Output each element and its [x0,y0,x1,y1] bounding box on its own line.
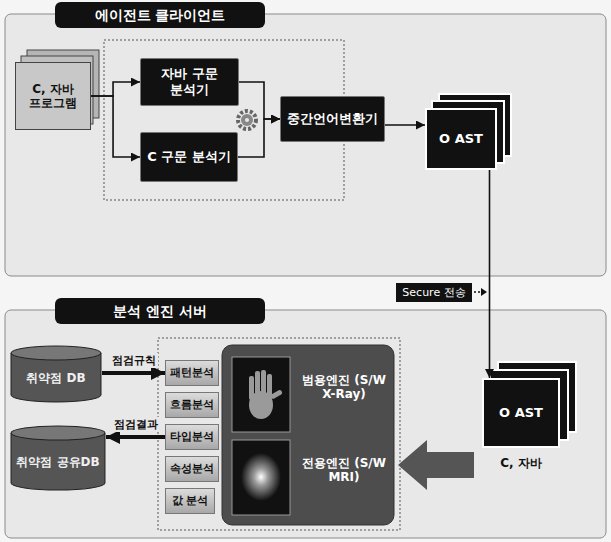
node-text: 에이전트 클라이언트 [55,2,265,28]
engine-panel [222,345,394,525]
hand-thumb [270,389,283,399]
connector [385,124,425,126]
ast-stack: O AST [425,108,497,170]
gear-body [241,114,253,126]
program-stack: C, 자바 프로그램 [15,62,91,130]
engine-label: 범용엔진 (S/W X-Ray) [296,362,392,412]
edge-label: 점검결과 [112,417,160,432]
analysis-box: 흐름분석 [165,392,219,418]
cylinder-top [11,426,105,440]
brain-illustration [241,453,281,501]
hand-finger [255,371,260,399]
section-panel: 에이전트 클라이언트C, 자바 프로그램자바 구문 분석기C 구문 분석기중간언… [5,14,606,276]
connector [238,119,280,157]
node-text: 취약점 DB [26,371,85,385]
process-box: 자바 구문 분석기 [140,58,239,106]
gear-teeth [238,111,256,129]
client-panel [5,14,606,276]
analysis-box: 속성분석 [165,456,219,482]
node-text: 전용엔진 (S/W MRI) [298,456,390,485]
process-box: 중간언어변환기 [280,96,385,142]
edge-label: 점검규칙 [110,353,158,368]
node-text: 취약점 공유DB [16,455,99,469]
engine-group [158,338,400,530]
cylinder-top [11,346,101,360]
connector [239,82,280,119]
xray-picture [232,357,290,432]
node-text: 타입분석 [170,430,214,443]
analysis-box: 타입분석 [165,424,219,450]
leader-head [481,288,487,296]
node-text: C 구문 분석기 [147,149,231,165]
node-text: 속성분석 [170,462,214,475]
node-caption: C, 자바 [500,456,542,470]
node-text: 값 분석 [172,494,209,507]
leader-line [474,291,482,293]
section-panel: 분석 엔진 서버취약점 DB취약점 공유DB패턴분석흐름분석타입분석속성분석값 … [5,310,606,538]
node-text: 분석 엔진 서버 [55,298,265,324]
node-text: 자바 구문 분석기 [145,66,234,97]
database-cylinder: 취약점 공유DB [10,425,106,491]
server-panel [5,310,606,538]
connector [91,96,140,157]
node-text: C, 자바 프로그램 [19,82,87,111]
engine-label: 전용엔진 (S/W MRI) [296,445,392,495]
process-box: C 구문 분석기 [140,132,238,182]
connector [102,371,165,375]
hand-finger [249,376,254,400]
connector [91,82,140,96]
node-text: O AST [499,405,543,421]
database-cylinder: 취약점 DB [10,345,102,403]
node-text: O AST [439,131,483,147]
connector [106,435,165,439]
node-text: 중간언어변환기 [287,111,378,127]
analysis-box: 값 분석 [165,488,215,514]
node-text: 패턴분석 [170,366,214,379]
node-text: 범용엔진 (S/W X-Ray) [298,373,390,402]
ast-stack: O ASTC, 자바 [482,378,560,448]
gear-icon [238,111,256,129]
big-arrow [398,440,474,490]
node-text: Secure 전송 [402,286,465,299]
gear-hole [245,118,249,122]
connector [489,170,491,378]
mri-picture [232,440,290,515]
node-text: 흐름분석 [170,398,214,411]
cylinder-body [11,433,105,490]
hand-illustration [249,370,283,419]
analysis-box: 패턴분석 [165,360,219,386]
hand-finger [261,370,266,399]
transfer-tag: Secure 전송 [396,283,472,302]
